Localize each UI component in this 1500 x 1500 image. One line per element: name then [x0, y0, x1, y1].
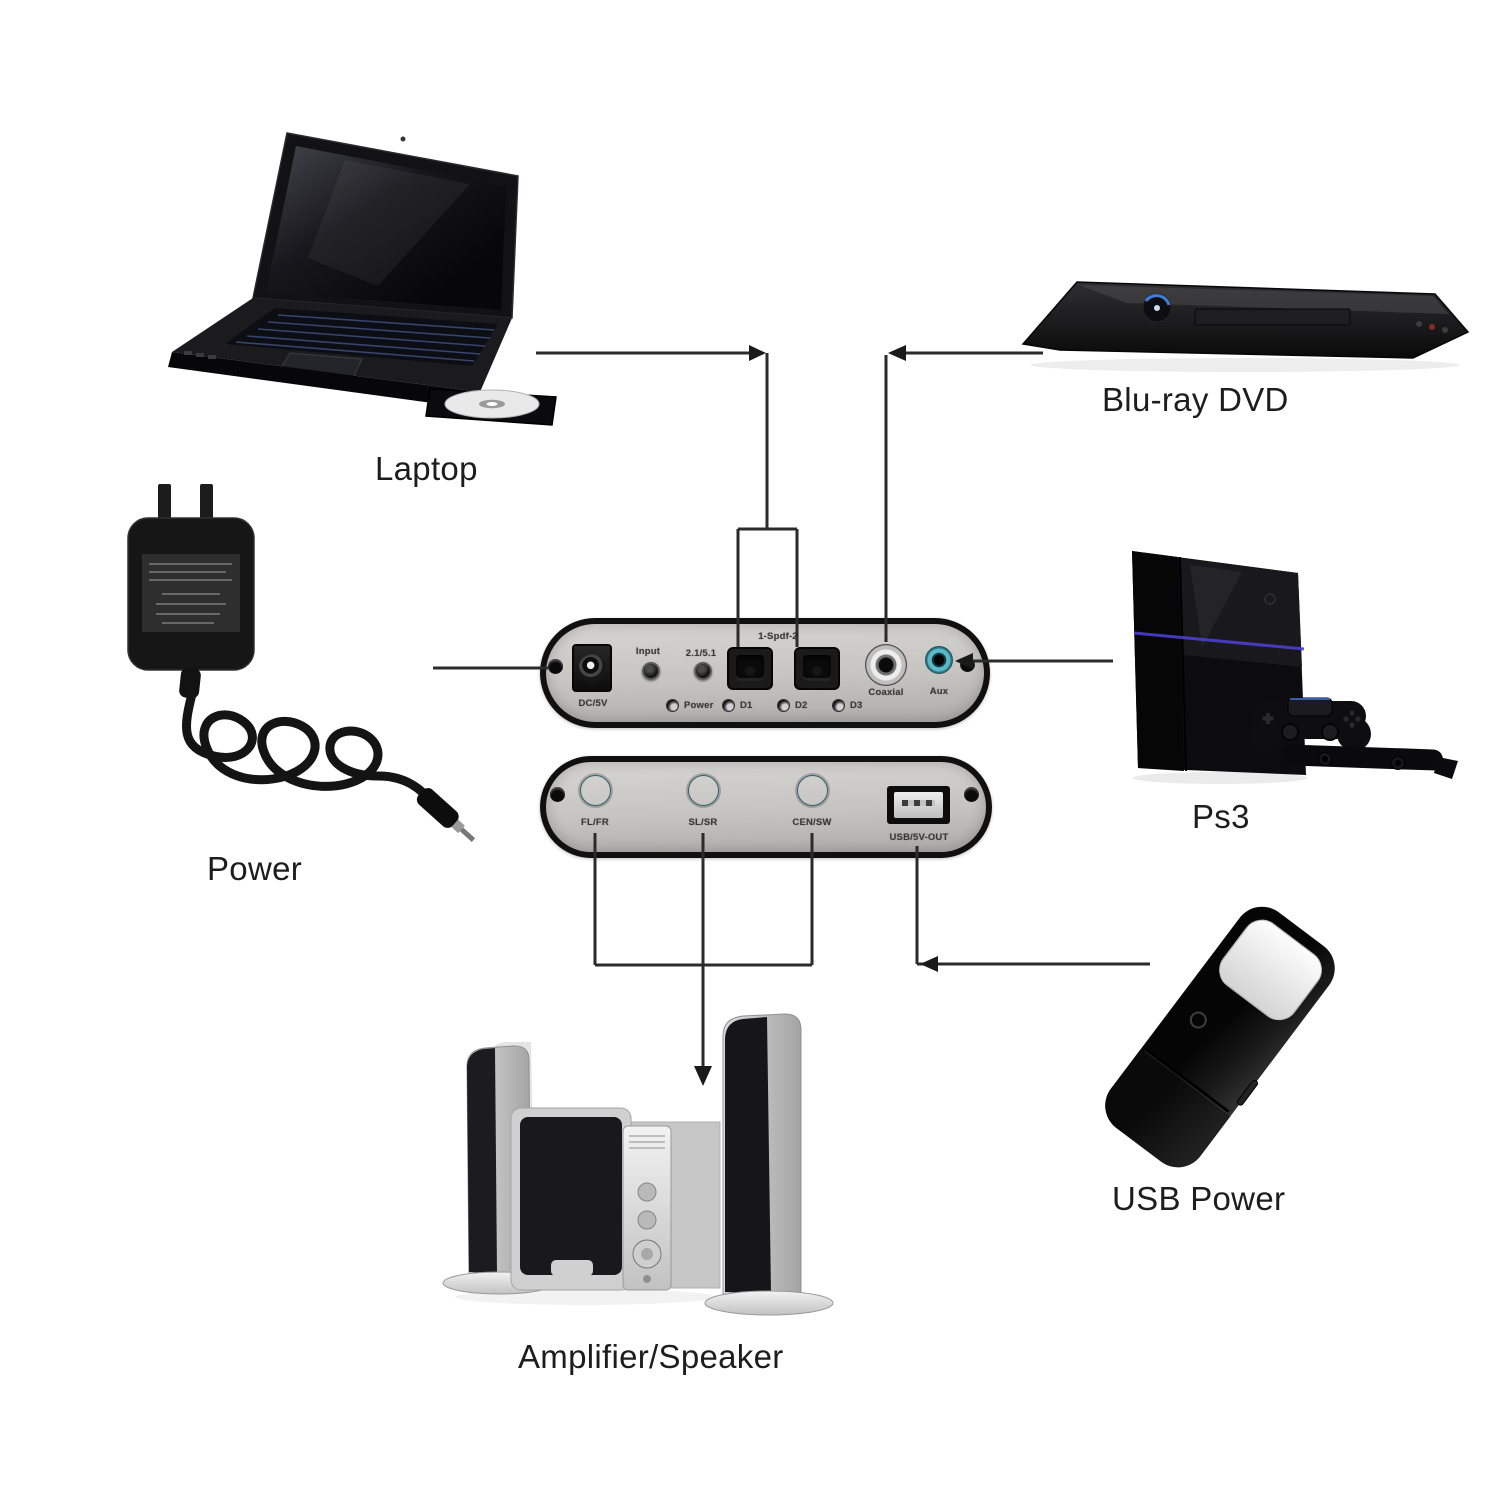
laptop-lid	[252, 132, 519, 319]
flfr-jack	[580, 775, 611, 806]
coaxial-label: Coaxial	[868, 687, 904, 698]
optical-port-2	[794, 647, 840, 690]
bluray-label: Blu-ray DVD	[1102, 381, 1289, 418]
dc-jack-label: DC/5V	[578, 698, 608, 709]
mode-button	[694, 662, 712, 680]
screw-hole-left-2	[550, 787, 565, 802]
screw-hole-left	[548, 659, 563, 674]
flfr-label: FL/FR	[581, 817, 609, 828]
console-light-bar	[1133, 631, 1305, 651]
arrow-bluray-icon	[888, 345, 906, 361]
webcam-icon	[400, 136, 406, 142]
dc-plug	[416, 788, 476, 842]
amplifier-unit	[622, 1125, 672, 1291]
input-button	[642, 662, 660, 680]
usb-stick-hole	[1186, 1008, 1211, 1032]
usb-out-port	[887, 786, 950, 824]
slsr-label: SL/SR	[688, 817, 718, 828]
console-camera	[1283, 744, 1458, 779]
aux-label: Aux	[929, 686, 949, 697]
amp-knob-small-1	[637, 1182, 657, 1202]
optical-port-1	[727, 647, 773, 690]
converter-bottom-panel: FL/FR SL/SR CEN/SW USB/5V-OUT	[540, 756, 992, 858]
usb-power-label: USB Power	[1112, 1180, 1286, 1217]
screw-hole-right	[960, 657, 975, 672]
d1-led-icon	[722, 699, 735, 712]
power-plug-prongs	[158, 484, 213, 522]
game-controller	[1249, 697, 1371, 751]
player-buttons	[1416, 321, 1448, 333]
usb-stick-button	[1235, 1078, 1260, 1107]
d3-led-label: D3	[850, 700, 863, 711]
amplifier-image	[442, 1013, 834, 1316]
laptop-base	[168, 298, 512, 409]
dc-jack-pin	[578, 654, 606, 682]
amp-knob-small-2	[637, 1210, 657, 1230]
power-label: Power	[207, 850, 303, 887]
power-adapter-image	[127, 484, 476, 842]
d2-led-icon	[777, 699, 790, 712]
usb-out-label: USB/5V-OUT	[889, 832, 949, 843]
ps3-image	[1132, 551, 1458, 784]
censw-label: CEN/SW	[792, 817, 832, 828]
spdif-ports-label: 1-Spdf-2	[758, 631, 798, 642]
arrow-laptop-icon	[749, 345, 766, 361]
usb-power-image	[1094, 895, 1346, 1179]
disc-tray-slot	[1194, 308, 1351, 326]
bluray-image	[1021, 281, 1470, 372]
converter-top-panel: DC/5V Input 2.1/5.1 1-Spdf-2 Coaxial Aux…	[540, 618, 990, 728]
power-led-label: Power	[684, 700, 714, 711]
laptop-image	[168, 132, 557, 426]
dc-power-jack	[572, 644, 612, 692]
right-speaker	[704, 1013, 834, 1316]
coaxial-jack	[865, 644, 907, 686]
bluray-logo-icon	[1142, 293, 1172, 323]
input-button-label: Input	[635, 646, 661, 657]
laptop-label: Laptop	[375, 450, 478, 487]
subwoofer	[510, 1107, 632, 1291]
mode-button-label: 2.1/5.1	[685, 648, 717, 659]
usb-port-pins	[902, 800, 935, 806]
laptop-screen	[266, 146, 506, 310]
censw-jack	[797, 775, 828, 806]
power-cord	[181, 689, 437, 809]
slsr-jack	[688, 775, 719, 806]
ps3-label: Ps3	[1192, 798, 1250, 835]
d2-led-label: D2	[795, 700, 808, 711]
arrow-usb-icon	[920, 956, 938, 972]
usb-stick-stripe	[1211, 911, 1330, 1029]
power-led-icon	[666, 699, 679, 712]
laptop-disc-tray	[425, 388, 557, 426]
d1-led-label: D1	[740, 700, 753, 711]
power-adapter-label	[142, 554, 240, 632]
amplifier-label: Amplifier/Speaker	[518, 1338, 784, 1375]
screw-hole-right-2	[964, 787, 979, 802]
aux-jack	[925, 646, 953, 674]
usb-stick-cap	[1094, 1048, 1231, 1179]
d3-led-icon	[832, 699, 845, 712]
